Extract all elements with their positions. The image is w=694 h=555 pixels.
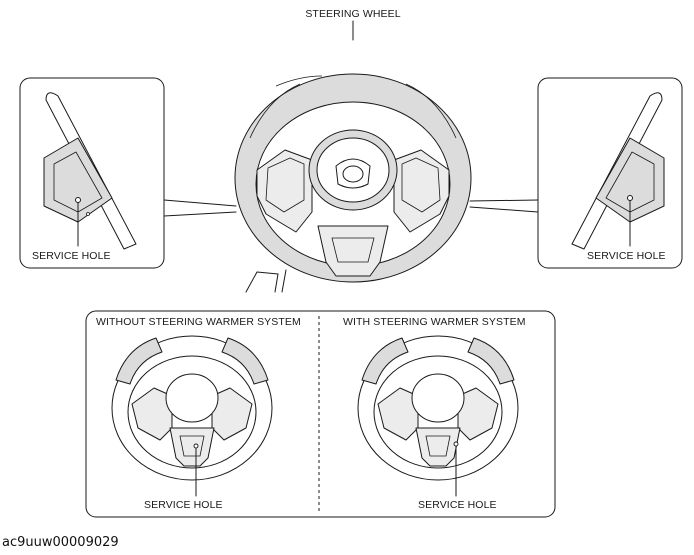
left-service-hole-label: SERVICE HOLE (32, 250, 111, 262)
bottom-callout-lines (245, 269, 287, 293)
steering-wheel-label: STEERING WHEEL (305, 8, 400, 20)
with-warmer-service-hole-label: SERVICE HOLE (418, 499, 497, 511)
right-service-hole-label: SERVICE HOLE (587, 250, 666, 262)
right-inset (537, 77, 683, 269)
without-warmer-label: WITHOUT STEERING WARMER SYSTEM (96, 316, 301, 328)
left-inset (19, 77, 165, 269)
with-warmer-label: WITH STEERING WARMER SYSTEM (343, 316, 526, 328)
right-connector-lines (469, 199, 539, 213)
left-connector-lines (163, 199, 237, 217)
wheel-without-warmer (111, 335, 273, 481)
wheel-with-warmer (357, 335, 519, 481)
without-warmer-service-hole-label: SERVICE HOLE (144, 499, 223, 511)
figure-code: ac9uuw00009029 (2, 535, 119, 550)
main-steering-wheel (234, 73, 472, 283)
